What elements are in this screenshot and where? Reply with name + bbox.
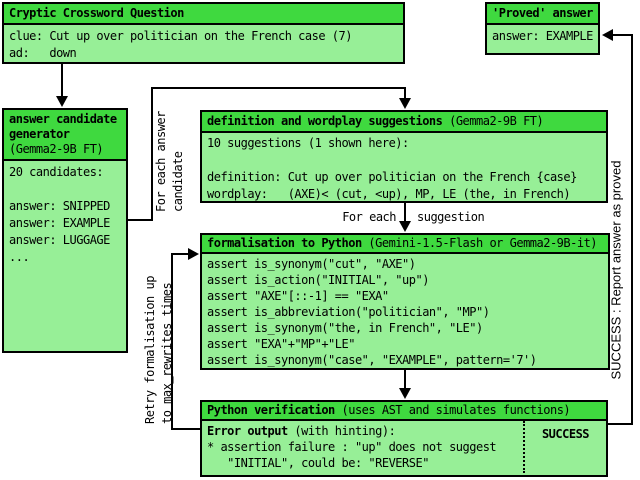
candidate-generator-box: answer candidate generator (Gemma2-9B FT… [2,108,128,353]
verification-box-title: Python verification [207,403,335,417]
assert-line: assert is_abbreviation("politician", "MP… [207,305,490,319]
assert-line: assert is_synonym("case", "EXAMPLE", pat… [207,353,537,367]
error-heading-rest: (with hinting): [287,424,396,438]
blank-line [9,181,121,198]
definition-line: definition: Cut up over politician on th… [207,170,577,184]
assert-line: assert "AXE"[::-1] == "EXA" [207,289,389,303]
candidate-generator-box-model: (Gemma2-9B FT) [9,142,104,156]
label-for-each: For each [342,210,396,224]
error-line: "INITIAL", could be: "REVERSE" [207,456,429,470]
edge-into-suggestions [404,87,406,100]
formalisation-box-header: formalisation to Python (Gemini-1.5-Flas… [202,235,608,254]
edge-candidate-horizontal [151,87,406,89]
edge-question-to-generator [61,62,63,98]
edge-suggestions-to-formalisation [404,201,406,223]
candidate-generator-box-header: answer candidate generator (Gemma2-9B FT… [4,110,126,161]
verification-box: Python verification (uses AST and simula… [200,400,608,477]
assert-line: assert is_action("INITIAL", "up") [207,273,429,287]
assert-line: assert is_synonym("cut", "AXE") [207,257,416,271]
arrowhead-down-icon [399,221,411,232]
proved-answer-box: 'Proved' answer answer: EXAMPLE [485,2,600,55]
arrowhead-left-icon [602,29,613,41]
candidate-line: answer: EXAMPLE [9,216,110,230]
blank-line [207,152,601,169]
ad-line: ad: down [9,46,77,60]
formalisation-box: formalisation to Python (Gemini-1.5-Flas… [200,233,610,370]
success-cell: SUCCESS [523,421,606,473]
edge-retry-top [171,253,190,255]
verification-box-note: (uses AST and simulates functions) [334,403,571,417]
proved-answer-line: answer: EXAMPLE [492,29,593,43]
error-heading: Error output (with hinting): [207,424,518,439]
suggestions-box-model: (Gemma2-9B FT) [442,114,544,128]
proved-answer-box-header: 'Proved' answer [487,4,598,25]
candidate-line: answer: SNIPPED [9,199,110,213]
error-heading-bold: Error output [207,424,288,438]
error-line: * assertion failure : "up" does not sugg… [207,440,497,454]
edge-success-top [612,34,633,36]
wordplay-line: wordplay: (AXE)< (cut, <up), MP, LE (the… [207,187,571,201]
question-box-body: clue: Cut up over politician on the Fren… [4,25,403,65]
candidate-line: answer: LUGGAGE [9,233,110,247]
label-for-each-answer-candidate: For each answer candidate [154,111,185,212]
ellipsis-line: ... [9,250,30,264]
proved-answer-box-body: answer: EXAMPLE [487,25,598,48]
suggestions-box-title: definition and wordplay suggestions [207,114,443,128]
verification-box-body: Error output (with hinting): * assertion… [202,421,606,473]
assert-line: assert is_synonym("the, in French", "LE"… [207,321,483,335]
edge-example-out [126,219,153,221]
formalisation-box-title: formalisation to Python [207,236,362,250]
arrowhead-down-icon [399,388,411,399]
edge-success-vertical [631,34,633,425]
edge-retry-bottom [171,428,202,430]
error-output-cell: Error output (with hinting): * assertion… [202,421,523,473]
success-label: SUCCESS [541,427,590,441]
proved-answer-box-title: 'Proved' answer [492,6,593,20]
suggestions-box: definition and wordplay suggestions (Gem… [200,110,608,203]
edge-success-bottom [606,423,633,425]
suggestions-box-header: definition and wordplay suggestions (Gem… [202,112,606,133]
assert-line: assert "EXA"+"MP"+"LE" [207,337,355,351]
verification-box-header: Python verification (uses AST and simula… [202,402,606,421]
formalisation-box-body: assert is_synonym("cut", "AXE") assert i… [202,254,608,370]
label-success-report: SUCCESS : Report answer as proved [608,160,624,380]
candidate-generator-box-title: answer candidate generator [9,112,117,141]
edge-candidate-vertical [151,87,153,221]
candidate-generator-box-body: 20 candidates: answer: SNIPPED answer: E… [4,161,126,269]
edge-retry-vertical [171,253,173,430]
arrowhead-down-icon [56,96,68,107]
suggestions-box-body: 10 suggestions (1 shown here): definitio… [202,133,606,205]
edge-formalisation-to-verification [404,368,406,390]
label-suggestion: suggestion [417,210,485,224]
formalisation-box-model: (Gemini-1.5-Flash or Gemma2-9B-it) [361,236,598,250]
clue-line: clue: Cut up over politician on the Fren… [9,29,352,43]
label-retry-formalisation: Retry formalisation up to max_rewrites t… [143,276,174,424]
arrowhead-right-icon [188,248,199,260]
question-box-title: Cryptic Crossword Question [9,6,184,20]
candidates-count-line: 20 candidates: [9,165,104,179]
arrowhead-down-icon [399,98,411,109]
question-box-header: Cryptic Crossword Question [4,4,403,25]
suggestions-count-line: 10 suggestions (1 shown here): [207,136,409,150]
question-box: Cryptic Crossword Question clue: Cut up … [2,2,405,64]
